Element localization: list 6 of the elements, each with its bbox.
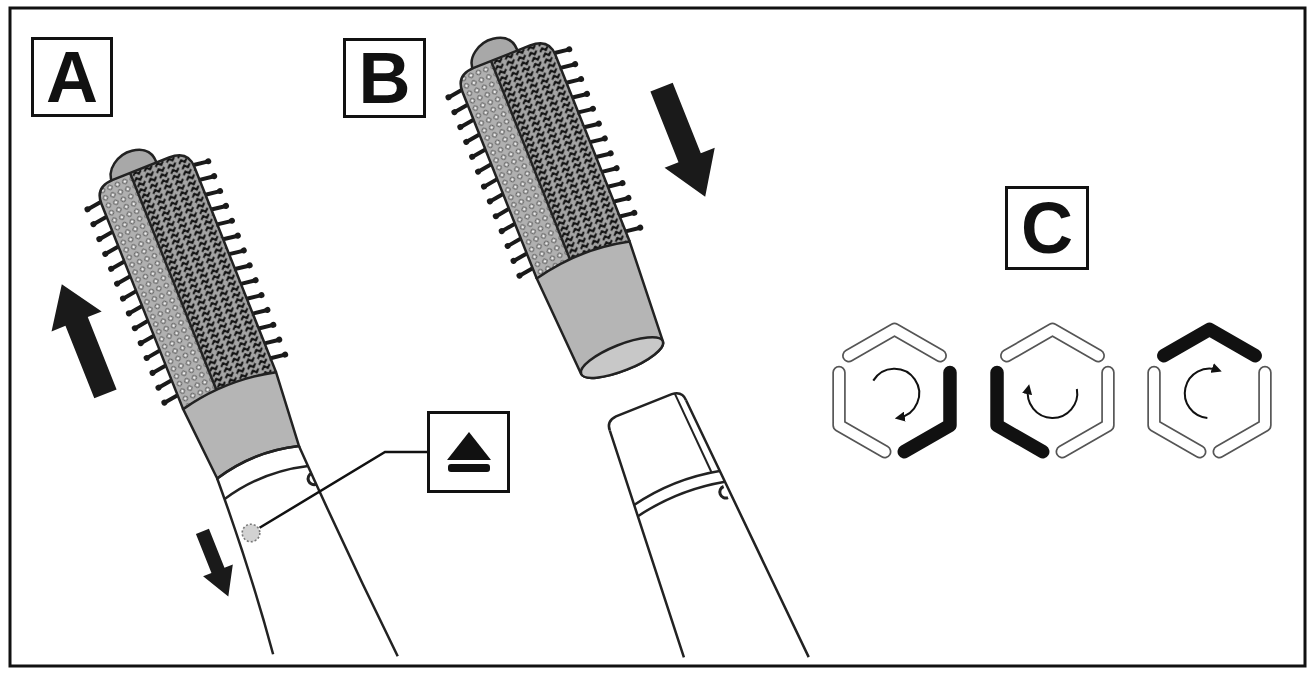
panel-label: A xyxy=(31,37,113,117)
release-button xyxy=(241,523,261,543)
panel-label: B xyxy=(343,38,426,118)
callout-box xyxy=(427,411,510,493)
panel-label: C xyxy=(1005,186,1089,270)
leader-line xyxy=(258,450,427,529)
